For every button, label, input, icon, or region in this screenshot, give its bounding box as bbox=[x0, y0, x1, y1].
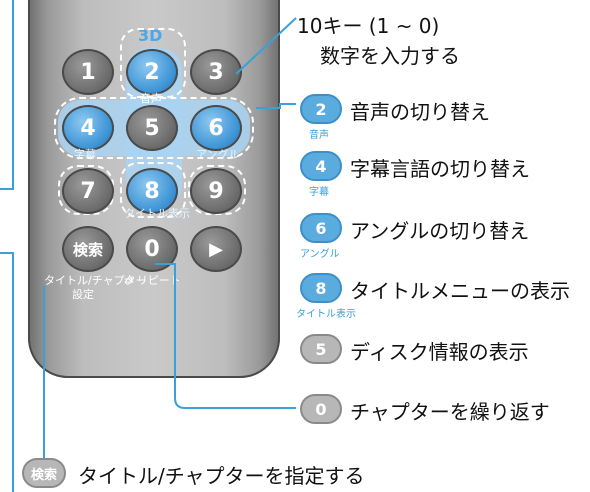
key-9-button[interactable]: 9 bbox=[190, 168, 242, 214]
legend-key-5: 5 bbox=[300, 334, 342, 364]
title-display-label: タイトル表示 bbox=[124, 207, 190, 220]
search-button[interactable]: 検索 bbox=[62, 226, 114, 272]
subtitle-label: 字幕 bbox=[74, 148, 96, 161]
setting-label: 設定 bbox=[72, 288, 94, 301]
remote-control: 3D 1 2 3 音声 4 5 6 字幕 アングル 7 8 9 タイトル表示 検… bbox=[28, 0, 280, 378]
top-bracket-line bbox=[12, 0, 14, 190]
legend-sub-audio: 音声 bbox=[309, 130, 329, 141]
tenkey-desc: 数字を入力する bbox=[320, 44, 460, 68]
legend-sub-angle: アングル bbox=[300, 249, 340, 260]
key-0-button[interactable]: 0 bbox=[126, 226, 178, 272]
audio-label: 音声 bbox=[140, 92, 162, 105]
bottom-bracket-head bbox=[0, 252, 14, 254]
key-2-button[interactable]: 2 bbox=[126, 49, 178, 95]
dashed-group-46 bbox=[54, 97, 254, 159]
tenkey-title: 10キー (1 ~ 0) bbox=[297, 14, 440, 38]
repeat-label: ⇄ リピート bbox=[124, 274, 181, 287]
legend-text-title: タイトルメニューの表示 bbox=[350, 279, 570, 303]
legend-key-4: 4 bbox=[300, 151, 342, 181]
bottom-bracket-line bbox=[12, 252, 14, 492]
key-8-button[interactable]: 8 bbox=[126, 168, 178, 214]
key-5-button[interactable]: 5 bbox=[126, 105, 178, 151]
legend-text-audio: 音声の切り替え bbox=[350, 100, 490, 124]
top-bracket-foot bbox=[0, 188, 14, 190]
key-6-button[interactable]: 6 bbox=[190, 105, 242, 151]
legend-text-search: タイトル/チャプターを指定する bbox=[78, 464, 365, 488]
title-chapter-label: タイトル/チャプター bbox=[44, 274, 147, 287]
dashed-group-8 bbox=[120, 162, 186, 218]
legend-key-0: 0 bbox=[300, 394, 342, 424]
key-7-button[interactable]: 7 bbox=[62, 168, 114, 214]
key-1-button[interactable]: 1 bbox=[62, 49, 114, 95]
legend-text-subtitle: 字幕言語の切り替え bbox=[350, 157, 530, 181]
legend-text-repeat: チャプターを繰り返す bbox=[350, 400, 550, 424]
play-button[interactable]: ▶ bbox=[190, 226, 242, 272]
key-3-button[interactable]: 3 bbox=[190, 49, 242, 95]
legend-key-8: 8 bbox=[300, 273, 342, 303]
label-3d: 3D bbox=[138, 26, 163, 45]
legend-sub-subtitle: 字幕 bbox=[309, 187, 329, 198]
key-4-button[interactable]: 4 bbox=[62, 105, 114, 151]
legend-sub-title: タイトル表示 bbox=[296, 309, 356, 320]
legend-text-angle: アングルの切り替え bbox=[350, 219, 530, 243]
dashed-group-9 bbox=[188, 165, 246, 215]
angle-label: アングル bbox=[196, 148, 240, 161]
legend-key-6: 6 bbox=[300, 213, 342, 243]
legend-key-search: 検索 bbox=[22, 458, 66, 488]
legend-key-2: 2 bbox=[300, 94, 342, 124]
legend-text-disc: ディスク情報の表示 bbox=[350, 340, 529, 364]
